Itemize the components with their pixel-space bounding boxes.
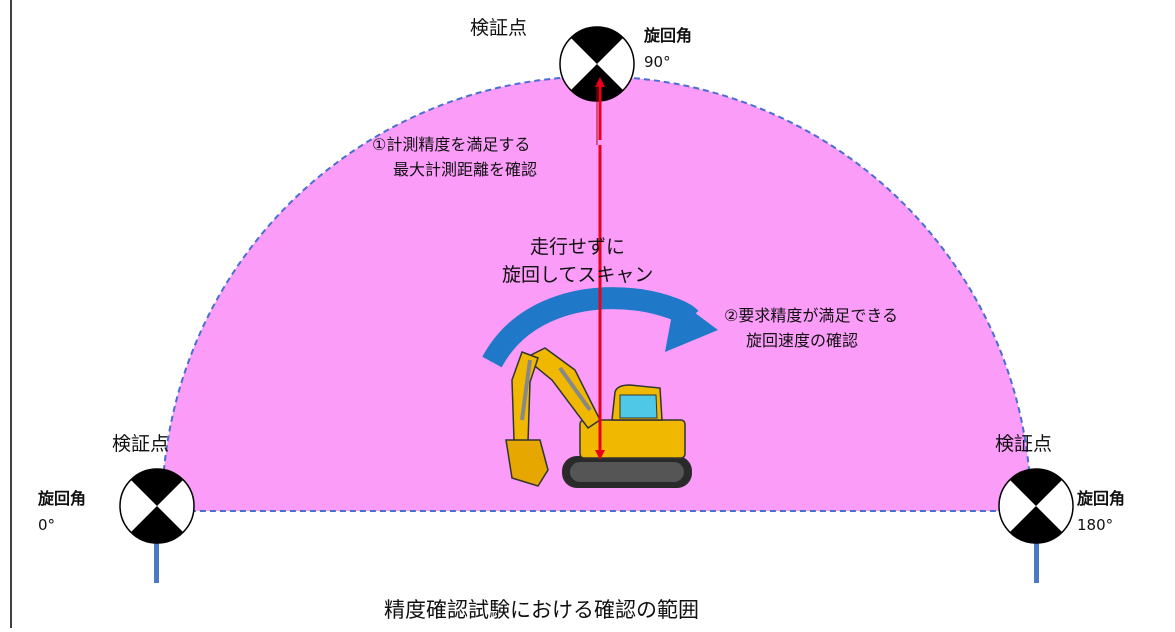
pole-left <box>154 541 159 583</box>
swing-angle-label-left: 旋回角 <box>38 489 87 508</box>
excavator-icon <box>505 347 692 488</box>
note-max-distance-line1: ①計測精度を満足する <box>372 135 531 154</box>
swing-angle-value-90: 90° <box>644 53 671 71</box>
scan-method-line1: 走行せずに <box>530 236 626 258</box>
swing-angle-label-right: 旋回角 <box>1077 489 1126 508</box>
checkered-target-icon-left <box>119 468 195 544</box>
note-swing-speed-line2: 旋回速度の確認 <box>746 331 859 350</box>
figure-caption: 精度確認試験における確認の範囲 <box>384 598 699 622</box>
checkered-target-icon-right <box>998 468 1074 544</box>
swing-angle-value-180: 180° <box>1077 516 1114 534</box>
verification-point-label-right: 検証点 <box>995 433 1053 455</box>
verification-point-label-top: 検証点 <box>470 17 528 39</box>
rotation-arrow-icon <box>482 287 718 368</box>
note-swing-speed-line1: ②要求精度が満足できる <box>724 306 899 325</box>
swing-angle-value-0: 0° <box>38 516 56 534</box>
measurement-arrow <box>595 77 605 460</box>
swing-angle-label-top: 旋回角 <box>644 26 693 45</box>
verification-point-label-left: 検証点 <box>112 433 170 455</box>
pole-right <box>1034 541 1039 583</box>
scan-method-line2: 旋回してスキャン <box>502 264 654 286</box>
note-max-distance-line2: 最大計測距離を確認 <box>393 160 538 179</box>
